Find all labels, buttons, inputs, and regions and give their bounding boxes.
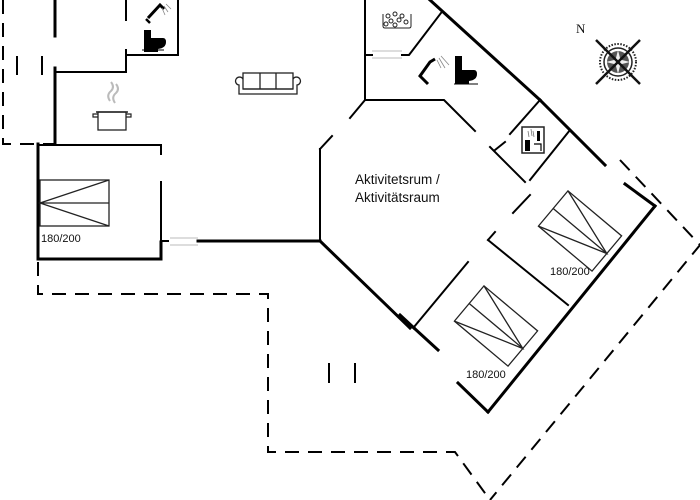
terrace-marks [328,363,356,383]
cooking-pot-icon [92,81,132,131]
whirlpool-icon [382,11,412,29]
sauna-icon [521,126,545,154]
room-label-line1: Aktivitetsrum / [355,172,440,187]
shower-icon [145,2,172,24]
bed-size-label-right-lower: 180/200 [466,369,506,381]
bathroom-walls [366,0,608,182]
bed-icon [537,189,623,273]
right-bedrooms-walls [397,181,658,415]
sofa-icon [234,72,302,95]
toilet-icon [454,56,478,85]
bed-icon [453,284,539,368]
bed-icon [37,179,110,227]
left-wing-walls [16,0,322,261]
north-label: N [576,21,586,36]
toilet-icon [142,30,166,52]
terrace-outline-right [489,159,700,500]
room-label-line2: Aktivitätsraum [355,190,440,205]
compass-rose-icon [595,39,641,85]
bed-size-label-right-upper: 180/200 [550,266,590,278]
activity-room-walls [317,0,527,331]
shower-icon [418,55,450,86]
terrace-outline-left [2,0,491,500]
bed-size-label-left: 180/200 [41,233,81,245]
